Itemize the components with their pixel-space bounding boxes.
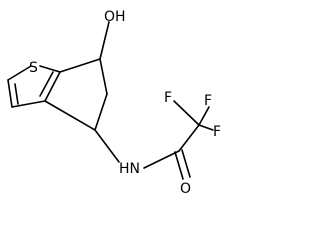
atom-label-fluorine-top: F — [204, 93, 212, 109]
bond-c6a-s — [39, 65, 61, 73]
bond-c2-c3-inner — [14, 83, 19, 105]
bond-c6-oh — [99, 21, 110, 60]
bond-c6-c5 — [99, 58, 108, 95]
bond-cf3-f-top — [198, 106, 210, 126]
bond-c3a-c6a — [44, 71, 61, 102]
bond-c5-c4 — [94, 93, 108, 131]
atom-label-amide-nitrogen: HN — [119, 161, 140, 177]
bond-cf3-f-left — [173, 100, 200, 126]
bond-s-c2 — [7, 65, 32, 81]
bond-carbonyl-o-right — [181, 149, 191, 178]
bond-c3-c3a — [11, 100, 46, 108]
bond-c6a-c6 — [59, 58, 101, 73]
atom-label-fluorine-right: F — [213, 124, 221, 140]
atom-label-hydroxyl: OH — [104, 9, 126, 25]
molecule-structure: S OH HN O F F F — [7, 9, 221, 197]
bond-lines — [7, 21, 214, 180]
atom-label-sulfur: S — [29, 60, 38, 76]
bond-c3a-c6a-inner — [39, 71, 54, 97]
bond-c4-c3a — [44, 100, 96, 131]
bond-carbonyl-o-left — [174, 151, 184, 180]
atom-label-carbonyl-oxygen: O — [180, 181, 191, 197]
bond-n-c-carbonyl — [143, 150, 180, 169]
atom-label-fluorine-left: F — [164, 90, 172, 106]
bond-c4-n — [94, 129, 120, 163]
bond-c-cf3 — [178, 124, 200, 152]
bond-cf3-f-right — [198, 124, 214, 131]
bond-c2-c3 — [7, 79, 13, 108]
